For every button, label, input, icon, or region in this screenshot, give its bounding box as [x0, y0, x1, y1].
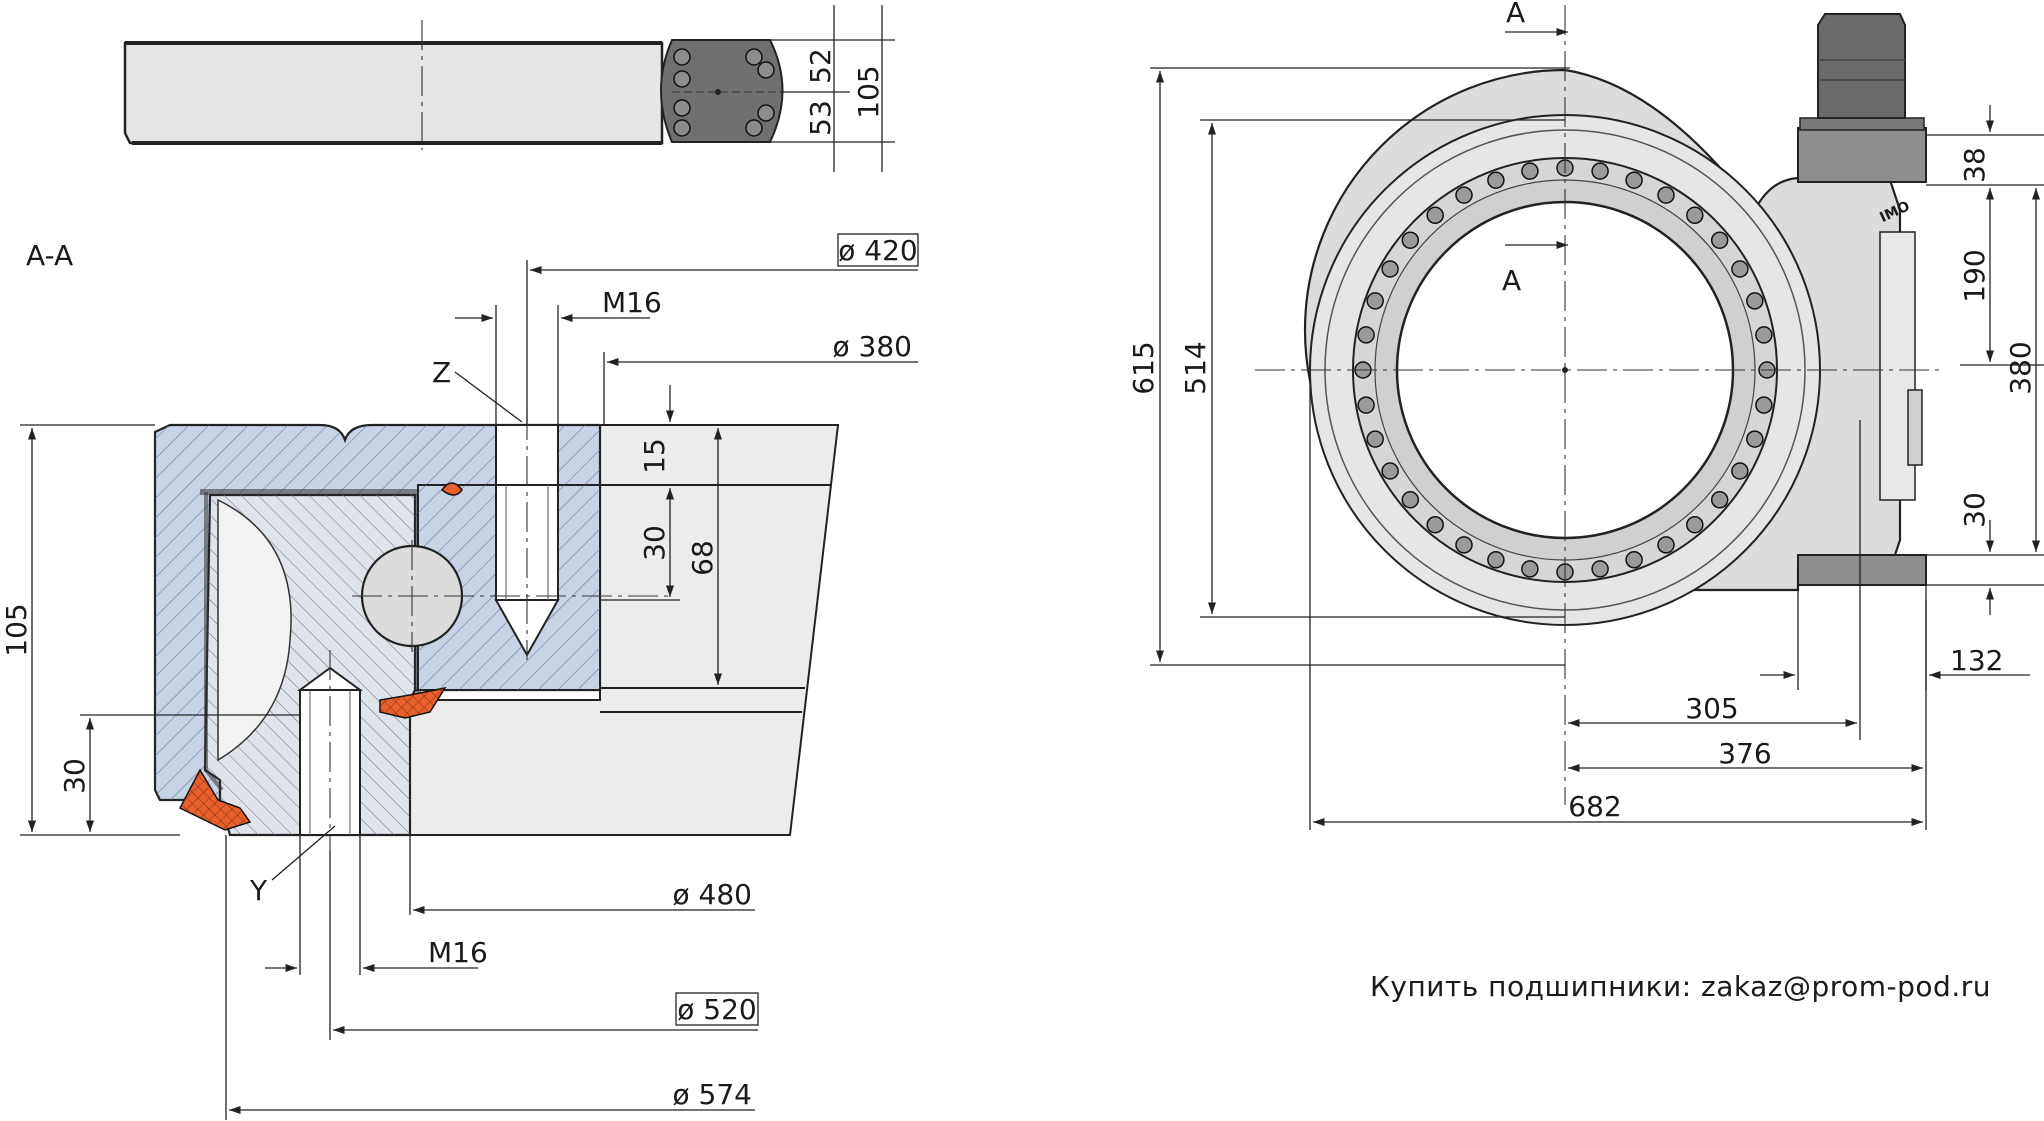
dim-68-section: 68 — [686, 540, 719, 576]
bolt-icon — [1357, 326, 1375, 344]
bolt-icon — [1657, 186, 1675, 204]
bolt-icon — [1657, 536, 1675, 554]
bolt-icon — [1366, 292, 1384, 310]
motor-flange-bottom — [1797, 554, 1927, 586]
dim-132: 132 — [1950, 644, 2003, 677]
bolt-icon — [1755, 396, 1773, 414]
bolt-icon — [1625, 171, 1643, 189]
label-y: Y — [249, 874, 268, 907]
bolt-icon — [1710, 231, 1729, 249]
dim-30-plan: 30 — [1958, 492, 1991, 528]
bolt-icon — [1401, 491, 1420, 509]
dim-52: 52 — [804, 48, 837, 84]
bolt-icon — [1426, 515, 1444, 534]
top-view: 52 53 105 — [123, 5, 895, 172]
label-z: Z — [432, 356, 451, 389]
section-title: A-A — [26, 239, 73, 272]
bolt-icon — [1455, 186, 1473, 204]
plan-view: IMO A A 615 514 — [1127, 0, 2044, 830]
dim-m16-bottom: M16 — [428, 936, 488, 969]
bolt-icon — [1686, 206, 1704, 225]
bolt-icon — [1710, 491, 1729, 509]
bolt-icon — [1381, 462, 1399, 480]
dim-dia-480: ø 480 — [673, 878, 752, 911]
dim-105-section: 105 — [0, 603, 33, 656]
dim-30b-section: 30 — [638, 525, 671, 561]
bolt-icon — [1426, 206, 1444, 225]
bolt-icon — [1487, 551, 1505, 569]
bolt-icon — [1521, 162, 1539, 180]
dim-38: 38 — [1958, 147, 1991, 183]
bolt-icon — [1746, 292, 1764, 310]
bolt-icon — [1455, 536, 1473, 554]
bolt-icon — [1625, 551, 1643, 569]
bolt-icon — [1755, 326, 1773, 344]
section-view: Z Y 105 30 15 30 68 ø 420 ø 380 — [0, 233, 919, 1120]
section-marker-mid: A — [1502, 264, 1521, 297]
dim-30-section: 30 — [58, 758, 91, 794]
dim-dia-420: ø 420 — [838, 234, 917, 267]
dim-m16-top: M16 — [602, 286, 662, 319]
bolt-icon — [1401, 231, 1420, 249]
bolt-icon — [1591, 560, 1609, 578]
dim-dia-520: ø 520 — [677, 993, 756, 1026]
bolt-icon — [1731, 260, 1749, 278]
dim-15-section: 15 — [638, 438, 671, 474]
bolt-icon — [1366, 430, 1384, 448]
dim-190: 190 — [1958, 249, 1991, 302]
bolt-icon — [1357, 396, 1375, 414]
dim-615: 615 — [1127, 341, 1160, 394]
bolt-icon — [1521, 560, 1539, 578]
dim-514: 514 — [1179, 341, 1212, 394]
section-marker-top: A — [1506, 0, 1525, 29]
bolt-icon — [1731, 462, 1749, 480]
top-motor-flange — [660, 39, 784, 143]
top-view-dimensions: 52 53 105 — [770, 5, 895, 172]
dim-305: 305 — [1685, 692, 1738, 725]
bolt-icon — [1746, 430, 1764, 448]
bolt-icon — [1487, 171, 1505, 189]
contact-text: Купить подшипники: zakaz@prom-pod.ru — [1370, 970, 1991, 1003]
bolt-icon — [1686, 515, 1704, 534]
bolt-icon — [1591, 162, 1609, 180]
dim-dia-380: ø 380 — [833, 330, 912, 363]
dim-380: 380 — [2004, 341, 2037, 394]
bolt-icon — [1381, 260, 1399, 278]
dim-376: 376 — [1718, 737, 1771, 770]
dim-dia-574: ø 574 — [673, 1078, 752, 1111]
motor-body — [1817, 13, 1906, 119]
bolt-circle — [1354, 159, 1776, 581]
dim-53: 53 — [804, 100, 837, 136]
dim-682: 682 — [1568, 790, 1621, 823]
dim-105-top: 105 — [852, 65, 885, 118]
motor-flange-top — [1797, 127, 1927, 183]
